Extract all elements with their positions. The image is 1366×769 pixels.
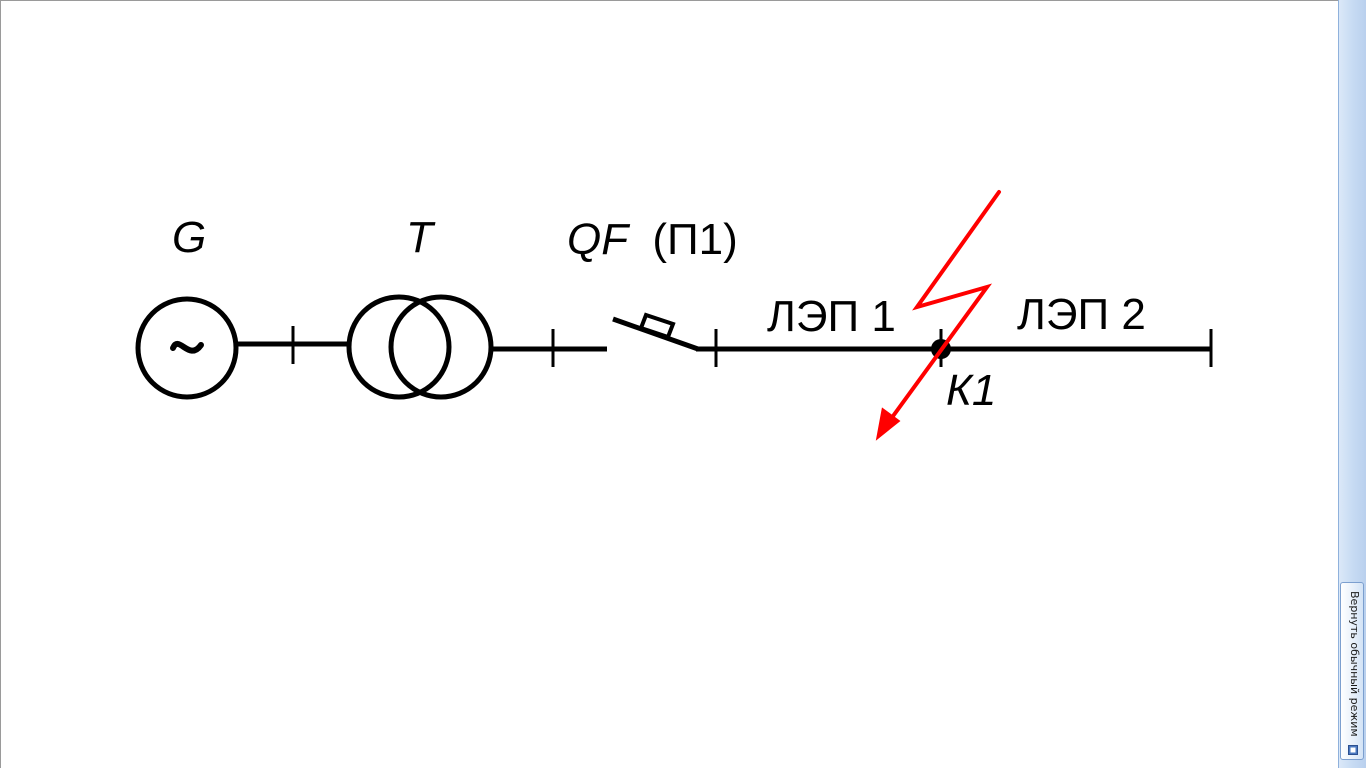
breaker-note: (П1) — [652, 215, 737, 264]
generator-symbol — [135, 296, 239, 400]
fault-point-label: К1 — [946, 366, 996, 415]
line1-label: ЛЭП 1 — [767, 292, 896, 341]
line2-label: ЛЭП 2 — [1017, 290, 1146, 339]
transformer-label: T — [406, 213, 436, 262]
breaker-name: QF — [567, 215, 630, 264]
breaker-label: QF (П1) — [567, 215, 738, 264]
transformer-symbol — [346, 294, 494, 400]
lightning-arrow-icon — [875, 190, 1001, 441]
slide-canvas: G T QF (П1) ЛЭП 1 ЛЭП 2 К1 — [0, 0, 1338, 768]
tilde-icon — [170, 341, 204, 354]
restore-icon — [1348, 745, 1358, 755]
restore-normal-mode-button[interactable]: Вернуть обычный режим — [1340, 582, 1364, 760]
generator-label: G — [172, 213, 206, 262]
circuit-breaker-symbol — [612, 312, 699, 352]
restore-button-label: Вернуть обычный режим — [1348, 591, 1361, 737]
single-line-diagram: G T QF (П1) ЛЭП 1 ЛЭП 2 К1 — [135, 190, 1213, 441]
